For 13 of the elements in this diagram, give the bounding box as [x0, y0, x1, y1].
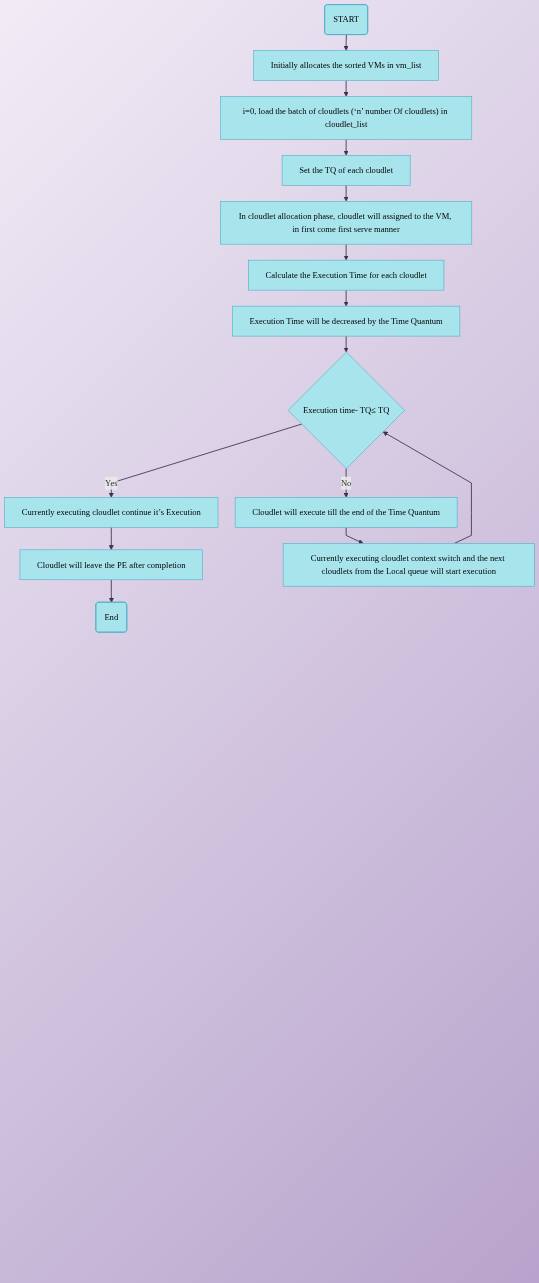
node-box: Cloudlet will execute till the end of the Time Quantum — [234, 497, 458, 528]
edge-label: No — [340, 478, 352, 488]
node-box: Initially allocates the sorted VMs in vm_list — [253, 50, 439, 81]
node-box: Cloudlet will leave the PE after completion — [19, 549, 203, 581]
node-box: Execution Time will be decreased by the Time Quantum — [232, 305, 461, 337]
edge-label: Yes — [105, 478, 118, 488]
node-box: Currently executing cloudlet continue it’s Execution — [4, 497, 219, 528]
node-box: Set the TQ of each cloudlet — [281, 155, 411, 186]
node-diamond: Execution time- TQ≤ TQ — [287, 351, 405, 469]
node-box: Calculate the Execution Time for each cloudlet — [248, 259, 445, 291]
node-box: Currently executing cloudlet context switch and the next cloudlets from the Local queue will start execution — [282, 543, 535, 587]
node-box: i=0, load the batch of cloudlets (‘n’ number Of cloudlets) in cloudlet_list — [220, 96, 473, 140]
node-box: In cloudlet allocation phase, cloudlet will assigned to the VM, in first come first serve manner — [220, 201, 473, 245]
